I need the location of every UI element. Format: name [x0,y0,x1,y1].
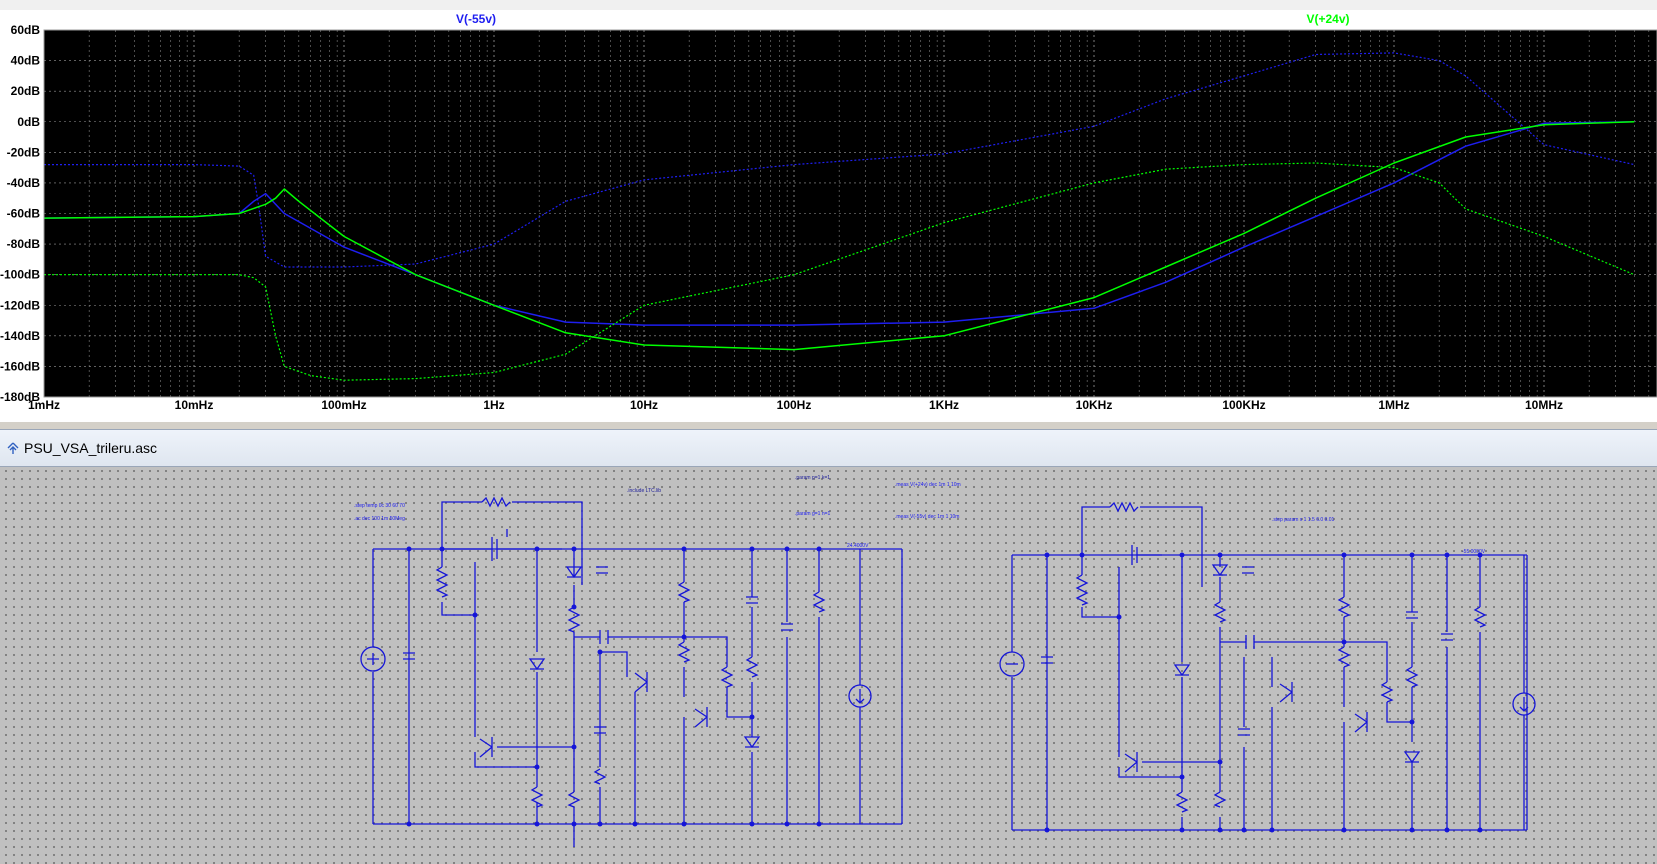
x-tick-label: 1Hz [483,398,504,412]
directive-step[interactable]: .step temp 0c 30 60 70 [354,503,405,509]
y-tick-label: -180dB [0,390,40,404]
schematic-title: PSU_VSA_trileru.asc [24,440,158,456]
x-tick-label: 10mHz [175,398,214,412]
directive-meas-2[interactable]: .meas V(-55v) dec 1m 1 10m [895,514,959,520]
trace-label: V(-55v) [456,12,496,26]
schematic-title-bar[interactable]: PSU_VSA_trileru.asc [0,429,1657,467]
right-circuit[interactable] [999,501,1536,833]
bode-plot[interactable]: 60dB 40dB 20dB 0dB -20dB -40dB -60dB -80dB -100d… [0,10,1657,420]
x-tick-label: 1mHz [28,398,60,412]
schematic-window: PSU_VSA_trileru.asc [0,429,1657,864]
directive-param-1[interactable]: .param p=1 k=1 [795,475,830,481]
trace-v55v-dotted [44,52,1635,268]
x-tick-label: 100Hz [777,398,812,412]
node-voltage-plus24: 24.4000V [847,543,869,549]
schematic-icon [7,442,19,454]
x-tick-label: 100mHz [321,398,366,412]
schematic-drawing[interactable]: .step temp 0c 30 60 70 .ac dec 100 1m 50… [2,467,1657,864]
directive-ac[interactable]: .ac dec 100 1m 50Meg [354,516,405,522]
node-voltage-minus55: -55.0000V [1462,549,1486,555]
y-tick-label: 60dB [11,23,41,37]
y-tick-label: 40dB [11,54,41,68]
y-tick-label: -60dB [7,207,41,221]
y-tick-label: -40dB [7,176,41,190]
x-tick-label: 100KHz [1222,398,1265,412]
trace-v24v-solid [43,121,1635,351]
y-tick-label: -80dB [7,237,41,251]
plot-border [43,29,1657,398]
y-tick-label: -160dB [0,359,40,373]
y-tick-label: -120dB [0,298,40,312]
x-tick-label: 1KHz [929,398,959,412]
voltage-source-v1 [360,646,386,672]
y-tick-label: -20dB [7,145,41,159]
y-tick-label: 0dB [17,115,40,129]
schematic-canvas[interactable]: .step temp 0c 30 60 70 .ac dec 100 1m 50… [2,467,1657,864]
directive-include[interactable]: .include LTC.lib [627,488,661,494]
left-circuit[interactable] [360,496,903,847]
waveform-plot-window: 60dB 40dB 20dB 0dB -20dB -40dB -60dB -80dB -100d… [0,0,1657,422]
y-tick-label: -140dB [0,329,40,343]
trace-label: V(+24v) [1306,12,1349,26]
x-tick-label: 10KHz [1076,398,1113,412]
y-tick-label: 20dB [11,84,41,98]
x-tick-label: 10MHz [1525,398,1563,412]
directive-meas-1[interactable]: .meas V(+24v) dec 1m 1 10m [895,482,961,488]
directive-param-2[interactable]: .param g=1 n=1 [795,511,831,517]
trace-v24v-dotted [44,162,1635,381]
x-tick-label: 1MHz [1378,398,1409,412]
directive-step-param[interactable]: .step param x 1 1.5 6.0 0.01 [1272,517,1334,523]
y-tick-label: -100dB [0,268,40,282]
x-tick-label: 10Hz [630,398,658,412]
